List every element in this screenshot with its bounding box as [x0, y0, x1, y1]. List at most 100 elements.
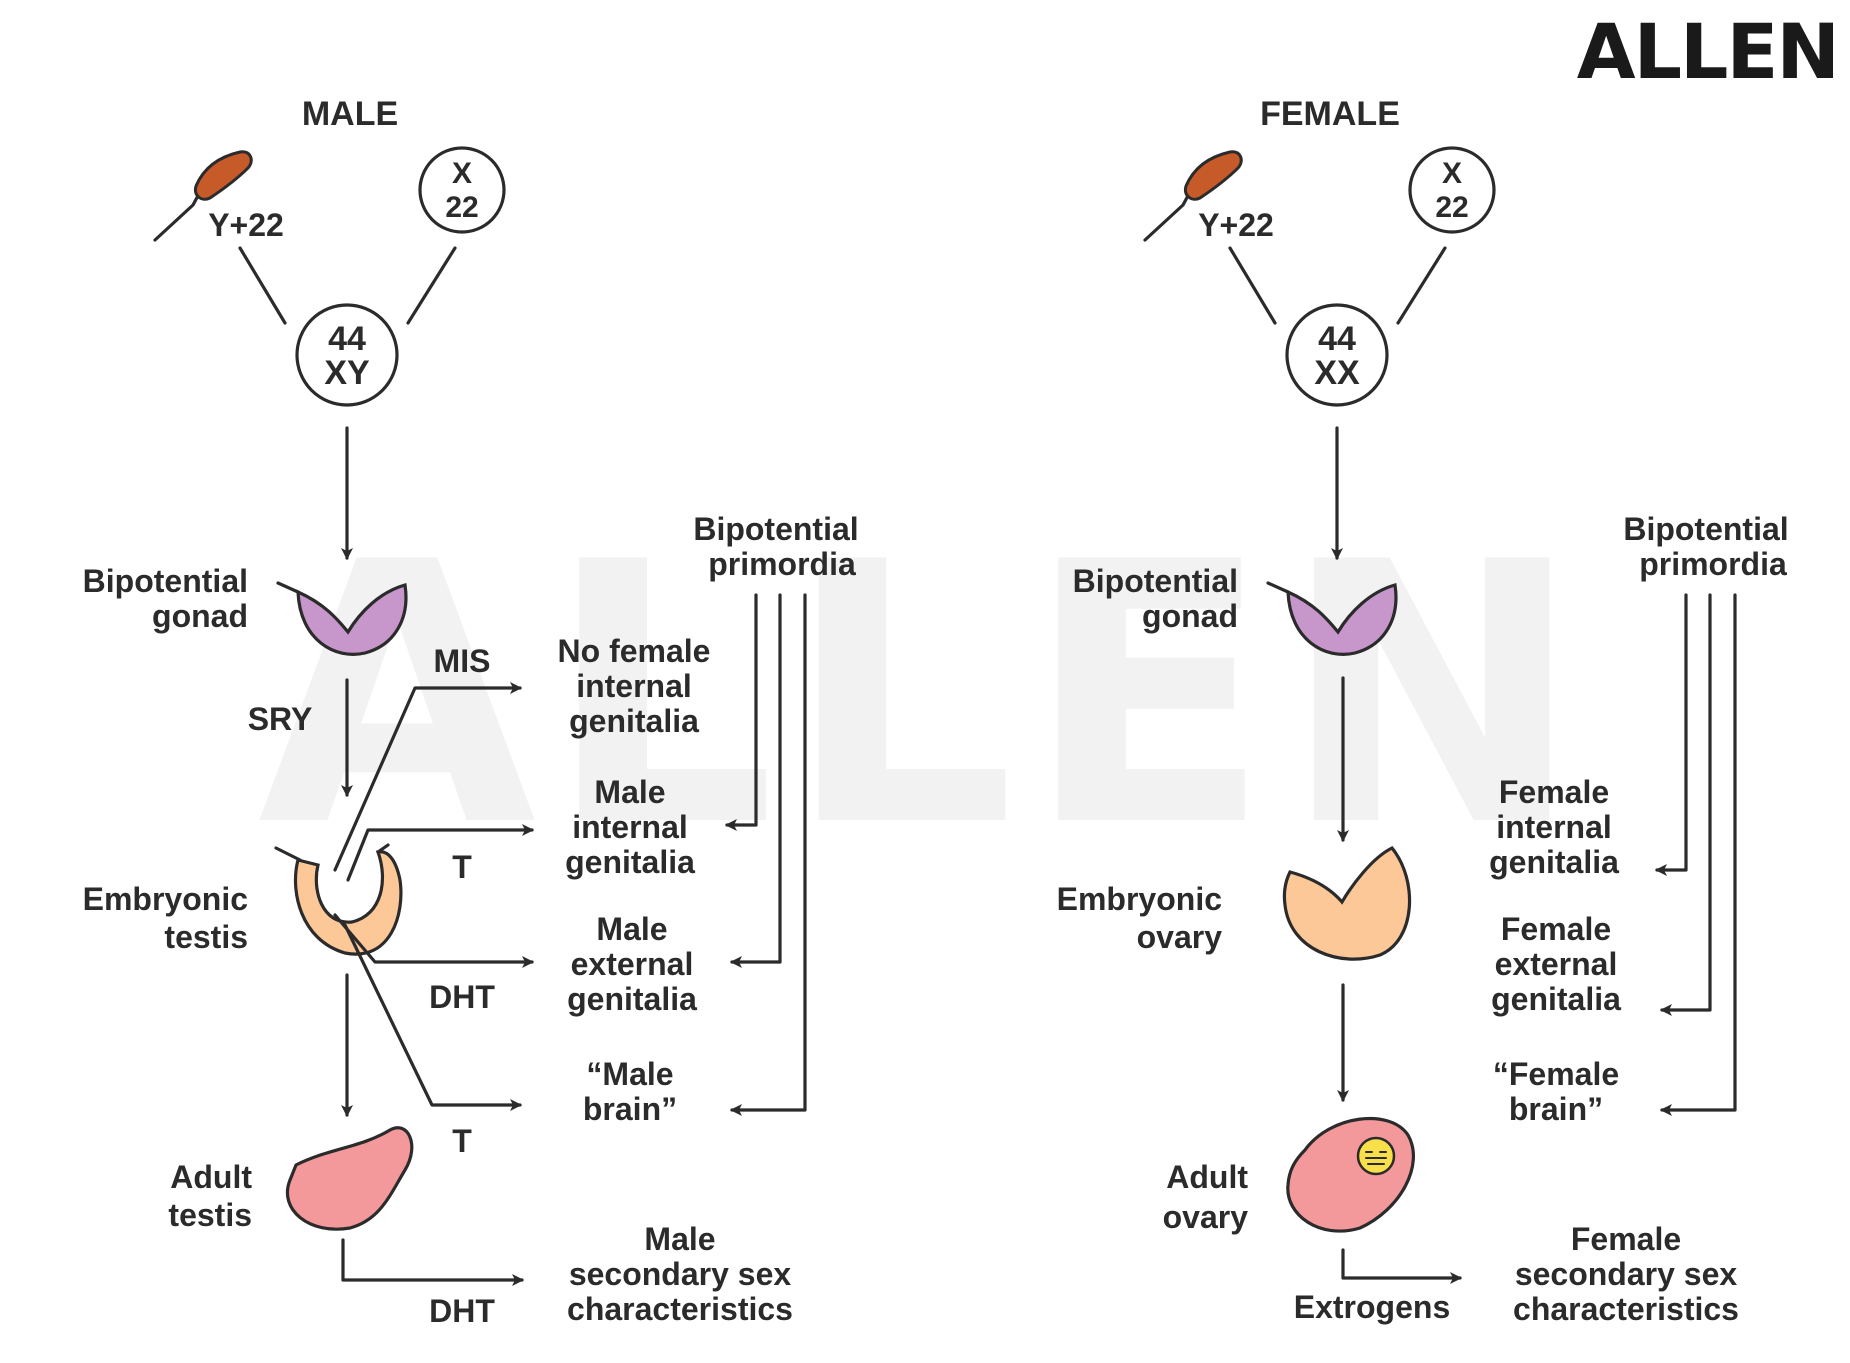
svg-text:internal: internal — [572, 809, 688, 845]
female-embryonic-label-1: Embryonic — [1057, 881, 1222, 917]
allen-logo: ALLEN — [1577, 7, 1838, 96]
dht1-label: DHT — [429, 979, 495, 1015]
male-embryonic-label-2: testis — [164, 919, 248, 955]
female-fusion-line-left — [1228, 246, 1277, 325]
female-zygote-line2: XX — [1314, 354, 1360, 392]
female-outcome-internal: Female internal genitalia — [1489, 774, 1619, 880]
female-primordia-label-1: Bipotential — [1623, 511, 1788, 547]
svg-text:genitalia: genitalia — [569, 703, 699, 739]
female-primordia-label-2: primordia — [1639, 546, 1787, 582]
embryonic-ovary — [1282, 845, 1412, 961]
svg-text:Female: Female — [1499, 774, 1609, 810]
sperm-icon — [1143, 150, 1243, 242]
svg-text:Male: Male — [596, 911, 667, 947]
male-gonad-label-1: Bipotential — [83, 563, 248, 599]
female-adult-label-1: Adult — [1166, 1159, 1248, 1195]
svg-text:Male: Male — [644, 1221, 715, 1257]
adult-ovary — [1286, 1116, 1415, 1233]
female-outcome-external: Female external genitalia — [1491, 911, 1621, 1017]
t2-label: T — [452, 1123, 472, 1159]
t-arrow-brain — [343, 923, 522, 1111]
svg-text:secondary sex: secondary sex — [1515, 1256, 1738, 1292]
male-adult-label-1: Adult — [170, 1159, 252, 1195]
egg-icon — [1408, 146, 1496, 234]
male-adult-label-2: testis — [168, 1197, 252, 1233]
female-embryonic-label-2: ovary — [1137, 919, 1223, 955]
male-outcome-internal: Male internal genitalia — [565, 774, 695, 880]
svg-text:Female: Female — [1501, 911, 1611, 947]
female-fusion-line-right — [1396, 246, 1447, 325]
male-sperm-label: Y+22 — [208, 207, 284, 243]
svg-text:genitalia: genitalia — [567, 981, 697, 1017]
female-primordia-line-internal — [1655, 593, 1688, 876]
egg-icon — [418, 146, 506, 234]
svg-text:secondary sex: secondary sex — [569, 1256, 792, 1292]
dht-arrow-secondary — [341, 1238, 524, 1286]
male-gonad-label-2: gonad — [152, 598, 248, 634]
t1-label: T — [452, 849, 472, 885]
female-heading: FEMALE — [1260, 95, 1400, 133]
svg-text:No female: No female — [558, 633, 711, 669]
female-primordia-line-external — [1660, 593, 1712, 1016]
male-primordia-line-brain — [730, 593, 807, 1116]
svg-text:“Male: “Male — [586, 1056, 673, 1092]
svg-text:genitalia: genitalia — [565, 844, 695, 880]
svg-text:“Female: “Female — [1493, 1056, 1619, 1092]
mis-label: MIS — [434, 643, 491, 679]
svg-text:genitalia: genitalia — [1491, 981, 1621, 1017]
female-sperm-label: Y+22 — [1198, 207, 1274, 243]
svg-text:Male: Male — [594, 774, 665, 810]
svg-text:genitalia: genitalia — [1489, 844, 1619, 880]
male-primordia-line-internal — [725, 593, 758, 831]
female-adult-label-2: ovary — [1163, 1199, 1249, 1235]
mis-arrow — [333, 682, 522, 872]
male-outcome-secondary: Male secondary sex characteristics — [567, 1221, 793, 1327]
male-outcome-external: Male external genitalia — [567, 911, 697, 1017]
male-outcome-brain: “Male brain” — [583, 1056, 677, 1127]
svg-text:internal: internal — [576, 668, 692, 704]
male-outcome-no-female-internal: No female internal genitalia — [558, 633, 711, 739]
male-primordia-label-2: primordia — [708, 546, 856, 582]
sry-label: SRY — [248, 701, 313, 737]
female-zygote — [1285, 303, 1389, 407]
adult-testis — [286, 1126, 414, 1231]
estrogen-label: Extrogens — [1294, 1289, 1450, 1325]
male-zygote — [295, 303, 399, 407]
female-outcome-brain: “Female brain” — [1493, 1056, 1619, 1127]
female-bipotential-gonad — [1266, 581, 1398, 656]
svg-text:brain”: brain” — [1509, 1091, 1603, 1127]
sperm-icon — [153, 150, 253, 242]
female-zygote-line1: 44 — [1318, 320, 1356, 358]
female-primordia-line-brain — [1660, 593, 1737, 1116]
male-primordia-line-external — [730, 593, 782, 968]
female-egg-line2: 22 — [1435, 191, 1468, 224]
svg-text:brain”: brain” — [583, 1091, 677, 1127]
t-arrow-internal — [346, 824, 534, 882]
female-gonad-label-1: Bipotential — [1073, 563, 1238, 599]
svg-text:external: external — [571, 946, 694, 982]
svg-text:Female: Female — [1571, 1221, 1681, 1257]
svg-text:internal: internal — [1496, 809, 1612, 845]
male-heading: MALE — [302, 95, 398, 133]
svg-text:characteristics: characteristics — [567, 1291, 793, 1327]
male-egg-line1: X — [452, 157, 472, 190]
svg-text:characteristics: characteristics — [1513, 1291, 1739, 1327]
male-primordia-label-1: Bipotential — [693, 511, 858, 547]
male-egg-line2: 22 — [445, 191, 478, 224]
male-bipotential-gonad — [276, 581, 408, 656]
female-outcome-secondary: Female secondary sex characteristics — [1513, 1221, 1739, 1327]
male-embryonic-label-1: Embryonic — [83, 881, 248, 917]
estrogen-arrow-secondary — [1341, 1248, 1462, 1284]
female-egg-line1: X — [1442, 157, 1462, 190]
male-zygote-line1: 44 — [328, 320, 366, 358]
oocyte-icon — [1356, 1136, 1396, 1176]
male-zygote-line2: XY — [324, 354, 370, 392]
male-fusion-line-right — [406, 246, 457, 325]
male-fusion-line-left — [238, 246, 287, 325]
svg-text:external: external — [1495, 946, 1618, 982]
dht2-label: DHT — [429, 1293, 495, 1329]
female-gonad-label-2: gonad — [1142, 598, 1238, 634]
watermark: ALLEN — [258, 486, 1593, 905]
